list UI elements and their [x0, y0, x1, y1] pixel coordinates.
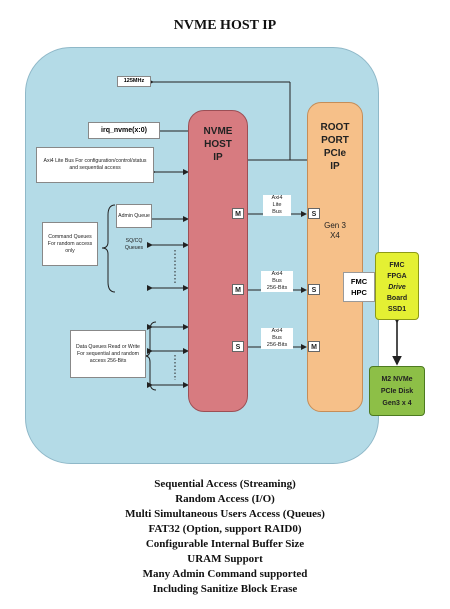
- command-queues-description: Command Queues For random access only: [42, 222, 98, 266]
- sqcq-label: SQ/CQ Queues: [124, 238, 144, 251]
- root-block-label-3: PCIe: [323, 148, 347, 159]
- clock-label: 125MHz: [117, 76, 151, 87]
- fmc-fpga-drive-board: FMC FPGA Drive Board SSD1: [375, 252, 419, 320]
- root-top-port: S: [308, 208, 320, 219]
- root-block-label-4: IP: [330, 161, 340, 172]
- diagram-title: NVME HOST IP: [173, 18, 277, 33]
- admin-queue-box: Admin Queue: [116, 204, 152, 228]
- data-queues-description: Data Queues Read or Write For sequential…: [70, 330, 146, 378]
- feature-3: Multi Simultaneous Users Access (Queues): [125, 508, 325, 520]
- nvme-low-port: S: [232, 341, 244, 352]
- nvme-host-ip-block: NVME HOST IP: [188, 110, 248, 412]
- fmc-board-label-5: SSD1: [387, 306, 407, 313]
- irq-label: irq_nvme(x:0): [88, 122, 160, 139]
- gen-label-2: X4: [330, 231, 340, 240]
- feature-1: Sequential Access (Streaming): [154, 478, 296, 490]
- command-queues-brace: [101, 204, 116, 293]
- root-port-pcie-ip-block: ROOT PORT PCIe IP Gen 3 X4: [307, 102, 363, 412]
- axi-lite-description: Axi4 Lite Bus For configuration/control/…: [36, 147, 154, 183]
- fmc-board-label-2: FPGA: [387, 273, 407, 280]
- feature-5: Configurable Internal Buffer Size: [145, 538, 305, 550]
- feature-8: Including Sanitize Block Erase: [152, 583, 298, 595]
- nvme-mid-port: M: [232, 284, 244, 295]
- feature-7: Many Admin Command supported: [142, 568, 308, 580]
- feature-2: Random Access (I/O): [175, 493, 275, 505]
- nvme-block-label-1: NVME: [203, 126, 233, 137]
- nvme-block-label-2: HOST: [204, 139, 232, 150]
- feature-4: FAT32 (Option, support RAID0): [148, 523, 302, 535]
- root-block-label-2: PORT: [321, 135, 349, 146]
- data-queues-brace: [144, 321, 157, 391]
- fmc-board-label-1: FMC: [389, 262, 405, 269]
- root-mid-port: S: [308, 284, 320, 295]
- root-low-port: M: [308, 341, 320, 352]
- m2-nvme-pcie-disk: M2 NVMe PCIe Disk Gen3 x 4: [369, 366, 425, 416]
- nvme-top-port: M: [232, 208, 244, 219]
- m2-disk-label-2: PCIe Disk: [380, 388, 414, 395]
- m2-disk-label-3: Gen3 x 4: [382, 400, 412, 407]
- root-block-label-1: ROOT: [320, 122, 350, 133]
- m2-disk-label-1: M2 NVMe: [381, 376, 413, 383]
- fmc-board-label-3: Drive: [388, 284, 406, 291]
- feature-6: URAM Support: [187, 553, 263, 565]
- gen-label-1: Gen 3: [324, 221, 346, 230]
- nvme-block-label-3: IP: [213, 152, 223, 163]
- fmc-board-label-4: Board: [386, 295, 408, 302]
